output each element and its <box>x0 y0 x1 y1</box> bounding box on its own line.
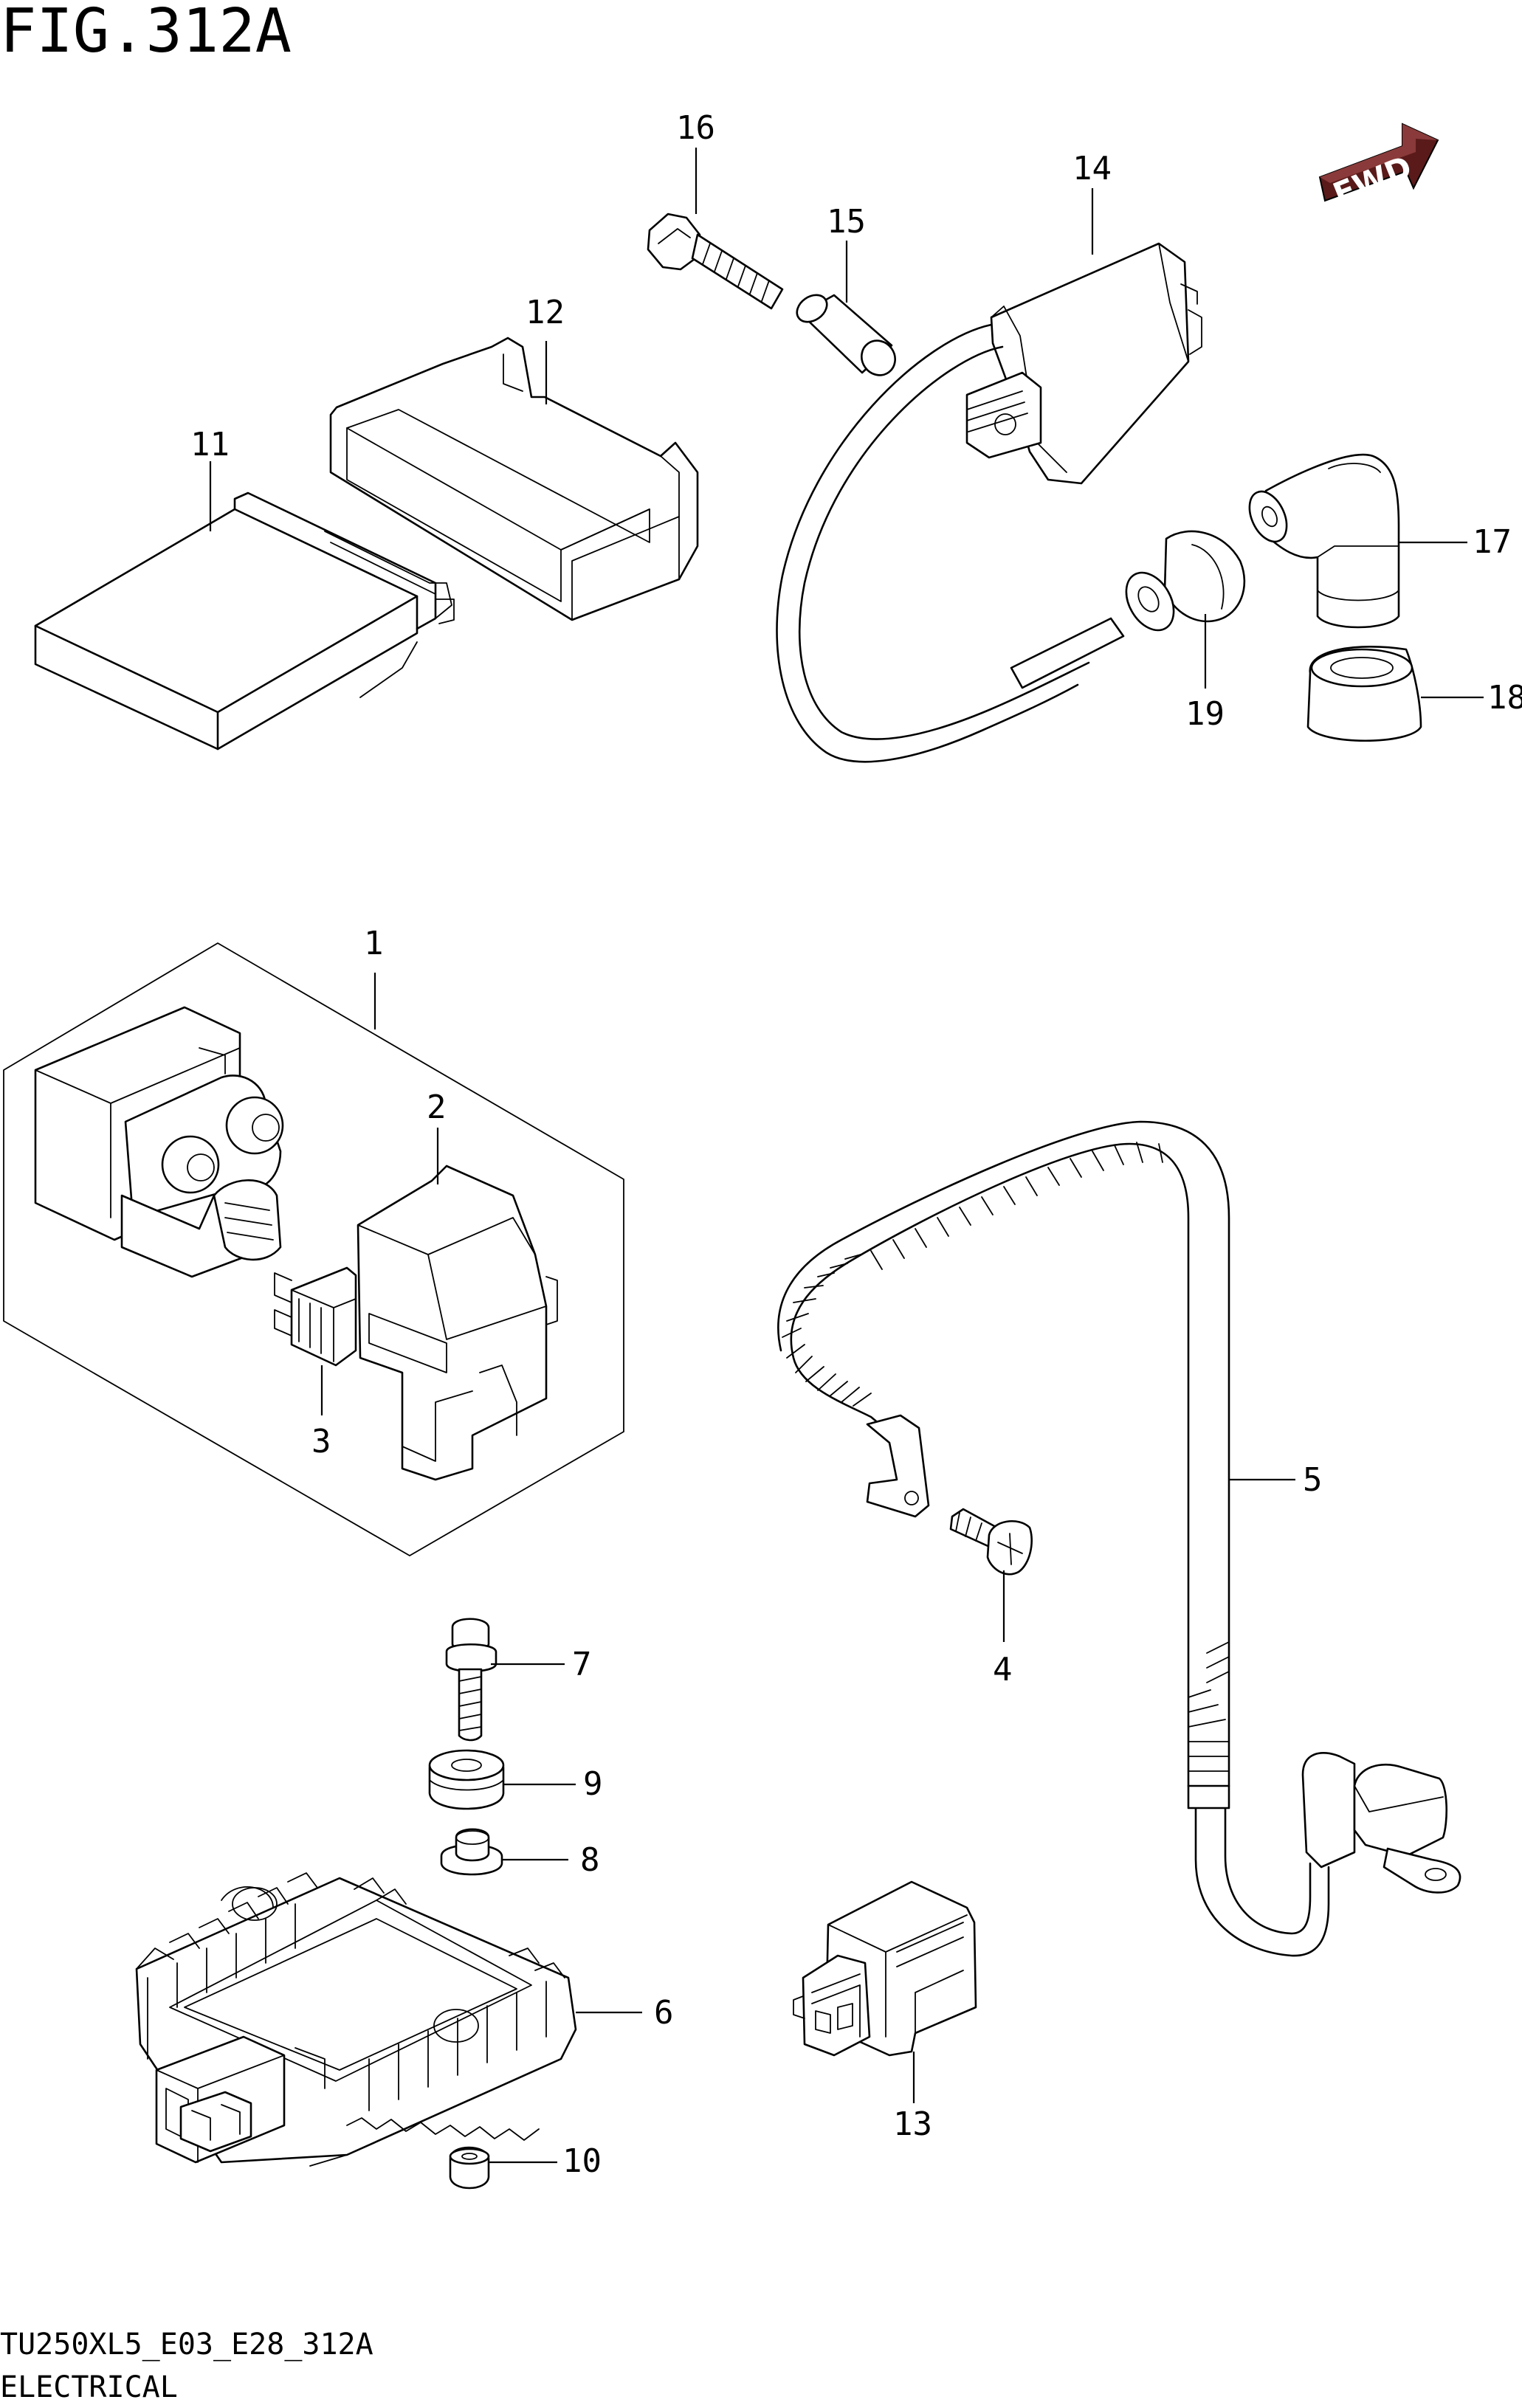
part-17-plug-cap <box>1248 453 1400 629</box>
part-19-seal <box>1125 530 1246 632</box>
callout-3: 3 <box>311 1423 331 1460</box>
part-9-grommet <box>428 1749 505 1810</box>
part-6-regulator-rectifier <box>135 1872 577 2167</box>
part-4-screw <box>949 1508 1033 1576</box>
callout-10: 10 <box>562 2142 602 2180</box>
part-12-holder-cover <box>329 337 699 621</box>
figure-name: ELECTRICAL <box>0 2370 178 2404</box>
part-16-bolt <box>647 213 784 310</box>
part-11-control-unit <box>34 491 455 751</box>
part-18-boot <box>1306 645 1422 742</box>
callout-16: 16 <box>676 109 715 147</box>
callout-15: 15 <box>827 203 866 241</box>
part-3-fuse <box>274 1266 357 1367</box>
callout-19: 19 <box>1185 695 1225 733</box>
callout-4: 4 <box>993 1651 1013 1688</box>
leader-lines <box>209 148 1484 2164</box>
figure-title: FIG.312A <box>0 0 292 66</box>
fwd-direction-arrow-icon: FWD <box>1318 123 1439 213</box>
callout-9: 9 <box>583 1765 603 1803</box>
callout-13: 13 <box>893 2105 932 2143</box>
part-1-starter-relay-assembly <box>3 942 624 1556</box>
callout-17: 17 <box>1473 523 1512 561</box>
part-2-relay-cover <box>357 1165 558 1481</box>
part-14-ignition-coil <box>776 242 1202 763</box>
part-5-wire-harness <box>777 1120 1461 1957</box>
callout-8: 8 <box>580 1841 600 1879</box>
callout-5: 5 <box>1303 1461 1323 1499</box>
figure-code: TU250XL5_E03_E28_312A <box>0 2328 373 2362</box>
part-7-bolt <box>445 1618 497 1742</box>
callout-12: 12 <box>526 294 565 331</box>
callout-1: 1 <box>364 925 384 962</box>
callout-14: 14 <box>1072 150 1112 187</box>
part-13-coupler <box>793 1880 977 2057</box>
part-8-collar <box>440 1828 503 1876</box>
callout-2: 2 <box>427 1089 447 1126</box>
callout-18: 18 <box>1487 679 1522 717</box>
callout-11: 11 <box>190 426 230 463</box>
callout-7: 7 <box>572 1646 592 1683</box>
part-10-nut <box>449 2146 490 2190</box>
callout-6: 6 <box>654 1994 674 2032</box>
part-15-collar <box>796 294 896 376</box>
